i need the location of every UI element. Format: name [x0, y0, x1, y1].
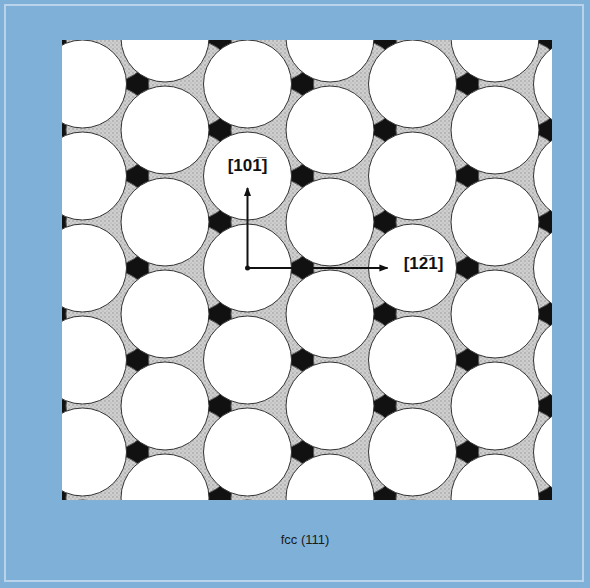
surface-atom — [286, 270, 374, 358]
surface-atom — [121, 454, 209, 500]
surface-atom — [62, 224, 127, 312]
surface-atom — [204, 40, 292, 128]
direction-arrows — [245, 188, 388, 271]
surface-atom — [451, 362, 539, 450]
surface-atom — [451, 454, 539, 500]
surface-atom — [534, 408, 553, 496]
surface-atom — [204, 316, 292, 404]
surface-atom — [451, 178, 539, 266]
direction-label: [12̅1] — [404, 254, 444, 274]
direction-label: [101̅] — [228, 156, 268, 176]
surface-atom — [121, 178, 209, 266]
surface-atom — [121, 86, 209, 174]
surface-atom — [121, 362, 209, 450]
atom-layers — [62, 40, 552, 500]
surface-atom — [62, 132, 127, 220]
surface-atom — [369, 40, 457, 128]
surface-atom — [286, 362, 374, 450]
surface-atom — [534, 316, 553, 404]
surface-atom — [534, 40, 553, 128]
surface-atom — [451, 40, 539, 82]
surface-atom — [451, 86, 539, 174]
surface-atom — [204, 408, 292, 496]
surface-atom — [286, 454, 374, 500]
surface-atom — [369, 408, 457, 496]
surface-atom — [286, 40, 374, 82]
surface-atom — [121, 270, 209, 358]
surface-atom — [534, 224, 553, 312]
surface-atom — [369, 316, 457, 404]
surface-atom — [121, 40, 209, 82]
figure-caption: fcc (111) — [281, 532, 330, 548]
surface-atom — [369, 132, 457, 220]
surface-atom — [286, 86, 374, 174]
direction-arrow — [247, 188, 249, 268]
direction-arrow — [248, 267, 388, 269]
surface-atom — [62, 40, 127, 128]
surface-atom — [534, 132, 553, 220]
surface-atom — [286, 178, 374, 266]
surface-atom — [62, 408, 127, 496]
surface-atom — [451, 270, 539, 358]
origin-dot — [245, 266, 250, 271]
surface-atom — [62, 316, 127, 404]
